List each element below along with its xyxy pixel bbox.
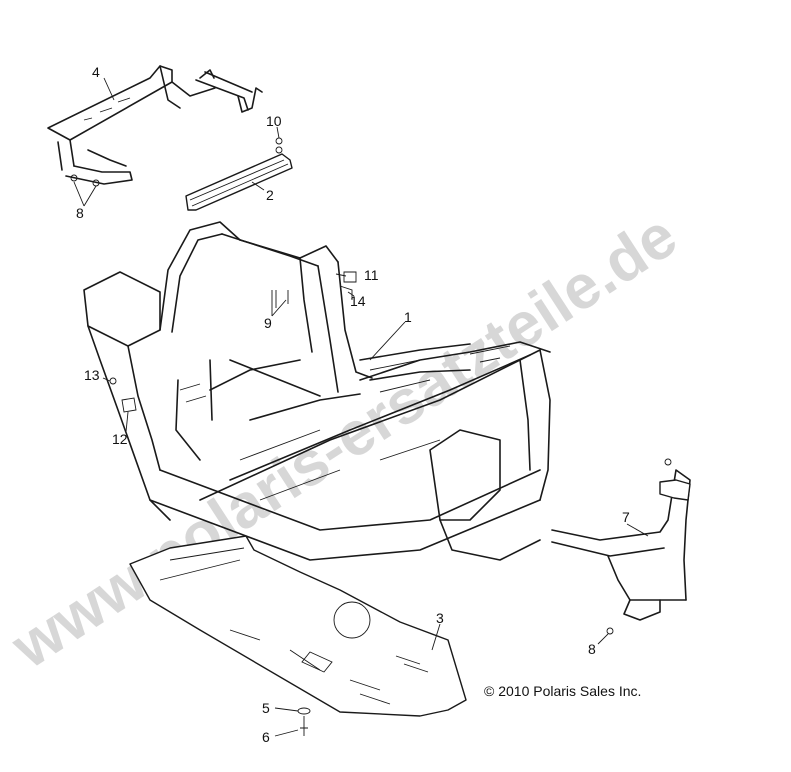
part-11-clamp bbox=[343, 271, 357, 283]
part-8-nut bbox=[70, 174, 78, 182]
part-6-bolt bbox=[300, 716, 308, 736]
callout-8b: 8 bbox=[588, 641, 596, 657]
part-9-bolt bbox=[271, 290, 289, 308]
part-1-main-frame bbox=[83, 221, 551, 561]
callout-11: 11 bbox=[364, 267, 379, 283]
part-5-washer bbox=[297, 707, 311, 715]
callout-13: 13 bbox=[84, 367, 100, 383]
callout-9: 9 bbox=[264, 315, 272, 331]
callout-1: 1 bbox=[404, 309, 412, 325]
callout-14: 14 bbox=[350, 293, 366, 309]
part-7-nut bbox=[664, 458, 672, 466]
part-10-nut bbox=[275, 137, 283, 145]
copyright-text: © 2010 Polaris Sales Inc. bbox=[484, 683, 641, 699]
part-13-bolt bbox=[109, 377, 117, 385]
part-2-cross-bar bbox=[185, 153, 293, 211]
part-8-nut bbox=[606, 627, 614, 635]
part-7-rear-bumper bbox=[551, 469, 691, 621]
part-10-nut bbox=[275, 146, 283, 154]
callout-10: 10 bbox=[266, 113, 282, 129]
callout-8a: 8 bbox=[76, 205, 84, 221]
callout-4: 4 bbox=[92, 64, 100, 80]
callout-12: 12 bbox=[112, 431, 128, 447]
part-12-bracket bbox=[121, 397, 137, 413]
callout-6: 6 bbox=[262, 729, 270, 745]
part-3-skid-plate bbox=[129, 535, 467, 717]
callout-3: 3 bbox=[436, 610, 444, 626]
callout-2: 2 bbox=[266, 187, 274, 203]
part-14-bracket bbox=[339, 285, 353, 300]
callouts: 4 10 2 8 11 14 9 1 13 12 7 3 8 5 6 bbox=[76, 64, 630, 745]
leader-lines bbox=[73, 77, 649, 737]
callout-7: 7 bbox=[622, 509, 630, 525]
part-4-brace-assembly bbox=[47, 65, 263, 185]
callout-5: 5 bbox=[262, 700, 270, 716]
